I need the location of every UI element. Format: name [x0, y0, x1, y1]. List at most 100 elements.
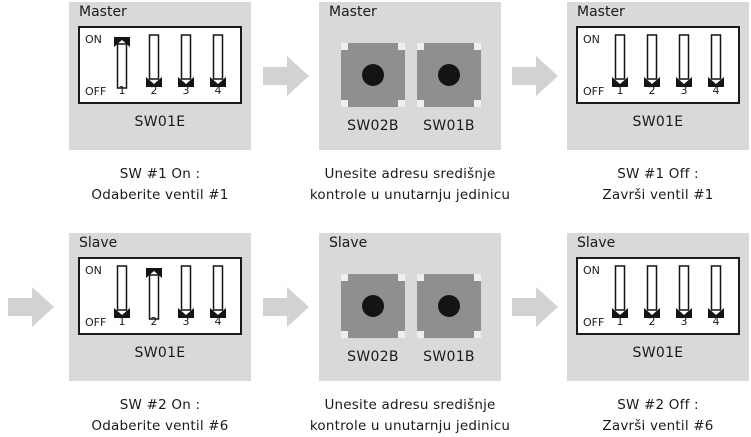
caption-line-1: SW #1 Off : [617, 166, 699, 182]
dip-switch-1 [612, 34, 628, 94]
dip-switch-2 [644, 265, 660, 325]
step-caption: Unesite adresu središnje kontrole u unuta… [285, 395, 535, 437]
dip-switch-2 [146, 265, 162, 325]
panel-title: Slave [577, 235, 616, 251]
panel-title: Slave [79, 235, 118, 251]
right-arrow-icon [512, 56, 558, 96]
push-button-sw01b [417, 43, 481, 107]
right-arrow-icon [8, 287, 54, 327]
dip-switch-4 [210, 265, 226, 325]
switch-number: 2 [648, 315, 656, 328]
caption-line-2: Završi ventil #1 [602, 187, 714, 203]
switch-number: 3 [680, 315, 688, 328]
switch-number: 1 [118, 84, 126, 97]
button-knob [362, 295, 384, 317]
step-caption: SW #2 Off : Završi ventil #6 [558, 395, 751, 437]
step-caption: SW #2 On : Odaberite ventil #6 [45, 395, 275, 437]
right-arrow-icon [263, 56, 309, 96]
on-label: ON [583, 33, 600, 46]
dip-switch-3 [676, 265, 692, 325]
caption-line-1: SW #1 On : [119, 166, 201, 182]
switch-number: 1 [616, 315, 624, 328]
switch-name: SW01E [632, 345, 684, 361]
button-corner [341, 43, 348, 50]
switch-number: 3 [182, 315, 190, 328]
caption-line-1: SW #2 On : [119, 397, 201, 413]
caption-line-2: Završi ventil #6 [602, 418, 714, 434]
dip-switch-3 [178, 34, 194, 94]
dip-switch-block: ON OFF 1 2 3 4 [576, 26, 740, 104]
right-arrow-icon [512, 287, 558, 327]
switch-number: 4 [712, 315, 720, 328]
switch-name: SW01E [134, 345, 186, 361]
switch-number: 2 [150, 315, 158, 328]
dip-switch-1 [114, 34, 130, 94]
dip-switch-block: ON OFF 1 2 3 4 [78, 257, 242, 335]
switch-number: 4 [214, 315, 222, 328]
step-caption: SW #1 On : Odaberite ventil #1 [45, 164, 275, 206]
button-corner [474, 274, 481, 281]
switch-number: 4 [214, 84, 222, 97]
dip-switch-1 [612, 265, 628, 325]
switch-number: 3 [182, 84, 190, 97]
button-corner [417, 43, 424, 50]
switch-name: SW01E [632, 114, 684, 130]
button-corner [474, 43, 481, 50]
switch-number: 2 [648, 84, 656, 97]
button-corner [341, 274, 348, 281]
button-label: SW02B [347, 349, 399, 365]
dip-switch-1 [114, 265, 130, 325]
caption-line-1: Unesite adresu središnje [324, 397, 496, 413]
button-knob [438, 295, 460, 317]
push-button-sw01b [417, 274, 481, 338]
step-caption: Unesite adresu središnje kontrole u unuta… [285, 164, 535, 206]
button-corner [417, 331, 424, 338]
on-label: ON [85, 33, 102, 46]
dip-switch-4 [210, 34, 226, 94]
panel-title: Master [577, 4, 625, 20]
button-corner [398, 43, 405, 50]
off-label: OFF [85, 85, 107, 98]
on-label: ON [583, 264, 600, 277]
switch-number: 3 [680, 84, 688, 97]
dip-switch-2 [644, 34, 660, 94]
off-label: OFF [85, 316, 107, 329]
caption-line-2: kontrole u unutarnju jedinicu [309, 418, 511, 434]
switch-name: SW01E [134, 114, 186, 130]
dip-switch-2 [146, 34, 162, 94]
panel-title: Master [79, 4, 127, 20]
on-label: ON [85, 264, 102, 277]
caption-line-2: Odaberite ventil #6 [91, 418, 229, 434]
push-button-sw02b [341, 274, 405, 338]
button-corner [417, 274, 424, 281]
panel-title: Slave [329, 235, 368, 251]
button-label: SW01B [423, 349, 475, 365]
caption-line-2: kontrole u unutarnju jedinicu [309, 187, 511, 203]
switch-number: 2 [150, 84, 158, 97]
button-label: SW01B [423, 118, 475, 134]
off-label: OFF [583, 316, 605, 329]
dip-switch-3 [178, 265, 194, 325]
button-corner [417, 100, 424, 107]
right-arrow-icon [263, 287, 309, 327]
caption-line-1: Unesite adresu središnje [324, 166, 496, 182]
button-corner [474, 331, 481, 338]
caption-line-1: SW #2 Off : [617, 397, 699, 413]
off-label: OFF [583, 85, 605, 98]
button-corner [398, 100, 405, 107]
switch-number: 1 [616, 84, 624, 97]
caption-line-2: Odaberite ventil #1 [91, 187, 229, 203]
switch-number: 1 [118, 315, 126, 328]
button-knob [362, 64, 384, 86]
button-corner [341, 331, 348, 338]
dip-switch-block: ON OFF 1 2 3 4 [576, 257, 740, 335]
dip-switch-4 [708, 34, 724, 94]
switch-number: 4 [712, 84, 720, 97]
button-knob [438, 64, 460, 86]
